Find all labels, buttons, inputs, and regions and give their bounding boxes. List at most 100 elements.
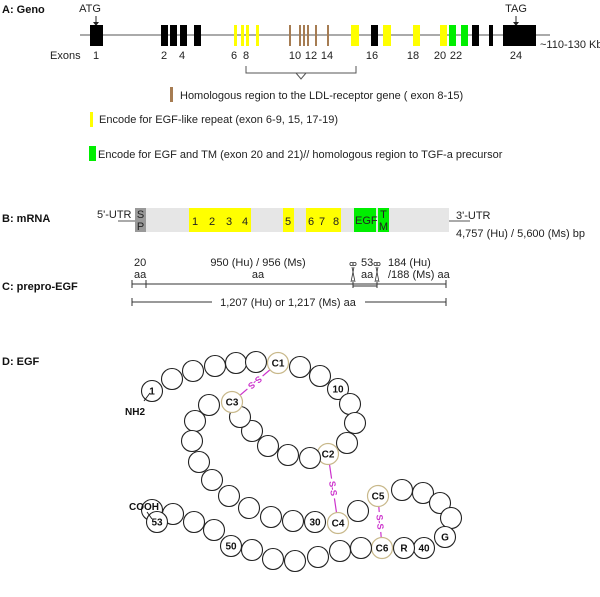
- residue: [326, 377, 350, 401]
- residue: [281, 509, 305, 533]
- mid-len-top: 950 (Hu) / 956 (Ms): [210, 257, 305, 269]
- exon-egf-like: [241, 25, 244, 46]
- residue-label: C1: [272, 359, 285, 370]
- repeat-5-label: 5: [285, 216, 291, 228]
- signal-len-top: 20: [134, 257, 146, 269]
- exon-egf-like: [234, 25, 237, 46]
- residue-label: 30: [309, 518, 321, 529]
- egf-repeat-5-box: [283, 208, 294, 232]
- exon-egf-tm: [449, 25, 456, 46]
- residue: [237, 496, 261, 520]
- residue: [276, 443, 300, 467]
- residue: [180, 429, 204, 453]
- residue: [306, 545, 330, 569]
- cterm-tick: [146, 511, 153, 520]
- exon-egf-tm: [461, 25, 468, 46]
- repeat-1-label: 1: [192, 216, 198, 228]
- residue: [244, 350, 268, 374]
- residue-label: C4: [332, 519, 345, 530]
- residue: [219, 534, 243, 558]
- panel-a-title: A: Geno: [2, 4, 45, 16]
- residue: [335, 431, 359, 455]
- residue: [343, 411, 367, 435]
- residue: [224, 351, 248, 375]
- repeat-6-label: 6: [308, 216, 314, 228]
- exon-group: [90, 25, 536, 46]
- residue: [439, 506, 463, 530]
- total-length-bar: [131, 298, 447, 306]
- exon-coding: [489, 25, 493, 46]
- residue: [203, 354, 227, 378]
- total-length-label: 1,207 (Hu) or 1,217 (Ms) aa: [220, 297, 357, 309]
- exon-coding: [180, 25, 187, 46]
- residue: [187, 450, 211, 474]
- residue-label: 50: [225, 542, 237, 553]
- exon-coding: [90, 25, 103, 46]
- exon-egf-like: [246, 25, 249, 46]
- residue-label: C2: [322, 450, 335, 461]
- cysteine-residue: [366, 484, 390, 508]
- residue-label: 10: [332, 385, 344, 396]
- residue: [349, 536, 373, 560]
- exon-ldl: [307, 25, 309, 46]
- exon-number: 10: [289, 50, 301, 62]
- tm-bottom-label: M: [379, 221, 388, 233]
- ldl-bracket: [245, 66, 357, 74]
- legend-egf-tm-swatch: [89, 146, 96, 161]
- residue-label: C6: [376, 544, 389, 555]
- residue-label: C5: [372, 492, 385, 503]
- residue: [160, 367, 184, 391]
- disulfide-label-bg: [326, 477, 340, 500]
- residue: [328, 539, 352, 563]
- residue-label: R: [400, 544, 408, 555]
- residue: [259, 505, 283, 529]
- panel-c-title: C: prepro-EGF: [2, 281, 78, 293]
- exon-number: 24: [510, 50, 522, 62]
- exon-number: 1: [93, 50, 99, 62]
- residue: [433, 525, 457, 549]
- egf-len-top: 53: [361, 257, 373, 269]
- start-codon-arrowhead: [93, 22, 99, 26]
- residue: [240, 538, 264, 562]
- exon-number: 12: [305, 50, 317, 62]
- residue: [140, 379, 164, 403]
- panel-b-title: B: mRNA: [2, 213, 50, 225]
- exon-egf-like: [351, 25, 359, 46]
- exons-label: Exons: [50, 50, 81, 62]
- residue: [298, 446, 322, 470]
- exon-coding: [371, 25, 378, 46]
- legend-egf-tm-text: Encode for EGF and TM (exon 20 and 21)//…: [98, 149, 503, 161]
- start-codon-label: ATG: [79, 3, 101, 15]
- residue: [182, 510, 206, 534]
- residue: [308, 364, 332, 388]
- exon-egf-like: [413, 25, 420, 46]
- stop-codon-label: TAG: [505, 3, 527, 15]
- repeat-7-label: 7: [319, 216, 325, 228]
- stop-codon-arrowhead: [513, 22, 519, 26]
- exon-ldl: [327, 25, 329, 46]
- exon-number: 4: [179, 50, 185, 62]
- gene-size-label: ~110-130 Kb: [540, 39, 600, 51]
- residue-label: G: [441, 533, 449, 544]
- prepro-segments: [131, 280, 447, 288]
- residue: [261, 547, 285, 571]
- repeat-4-label: 4: [242, 216, 248, 228]
- nterm-tick: [143, 392, 151, 402]
- exon-number: 6: [231, 50, 237, 62]
- exon-ldl: [289, 25, 291, 46]
- residue-label: 40: [418, 544, 430, 555]
- tm-domain-box: [378, 208, 389, 232]
- mrna-length-label: 4,757 (Hu) / 5,600 (Ms) bp: [456, 228, 585, 240]
- residue: [390, 478, 414, 502]
- repeat-3-label: 3: [226, 216, 232, 228]
- disulfide-label: S-S: [327, 480, 339, 496]
- egf-domain-label: EGF: [355, 215, 378, 227]
- signal-peptide-box: [135, 208, 146, 232]
- residue: [217, 484, 241, 508]
- cysteine-residue: [220, 390, 244, 414]
- residue: [428, 491, 452, 515]
- residue: [288, 355, 312, 379]
- residue: [200, 468, 224, 492]
